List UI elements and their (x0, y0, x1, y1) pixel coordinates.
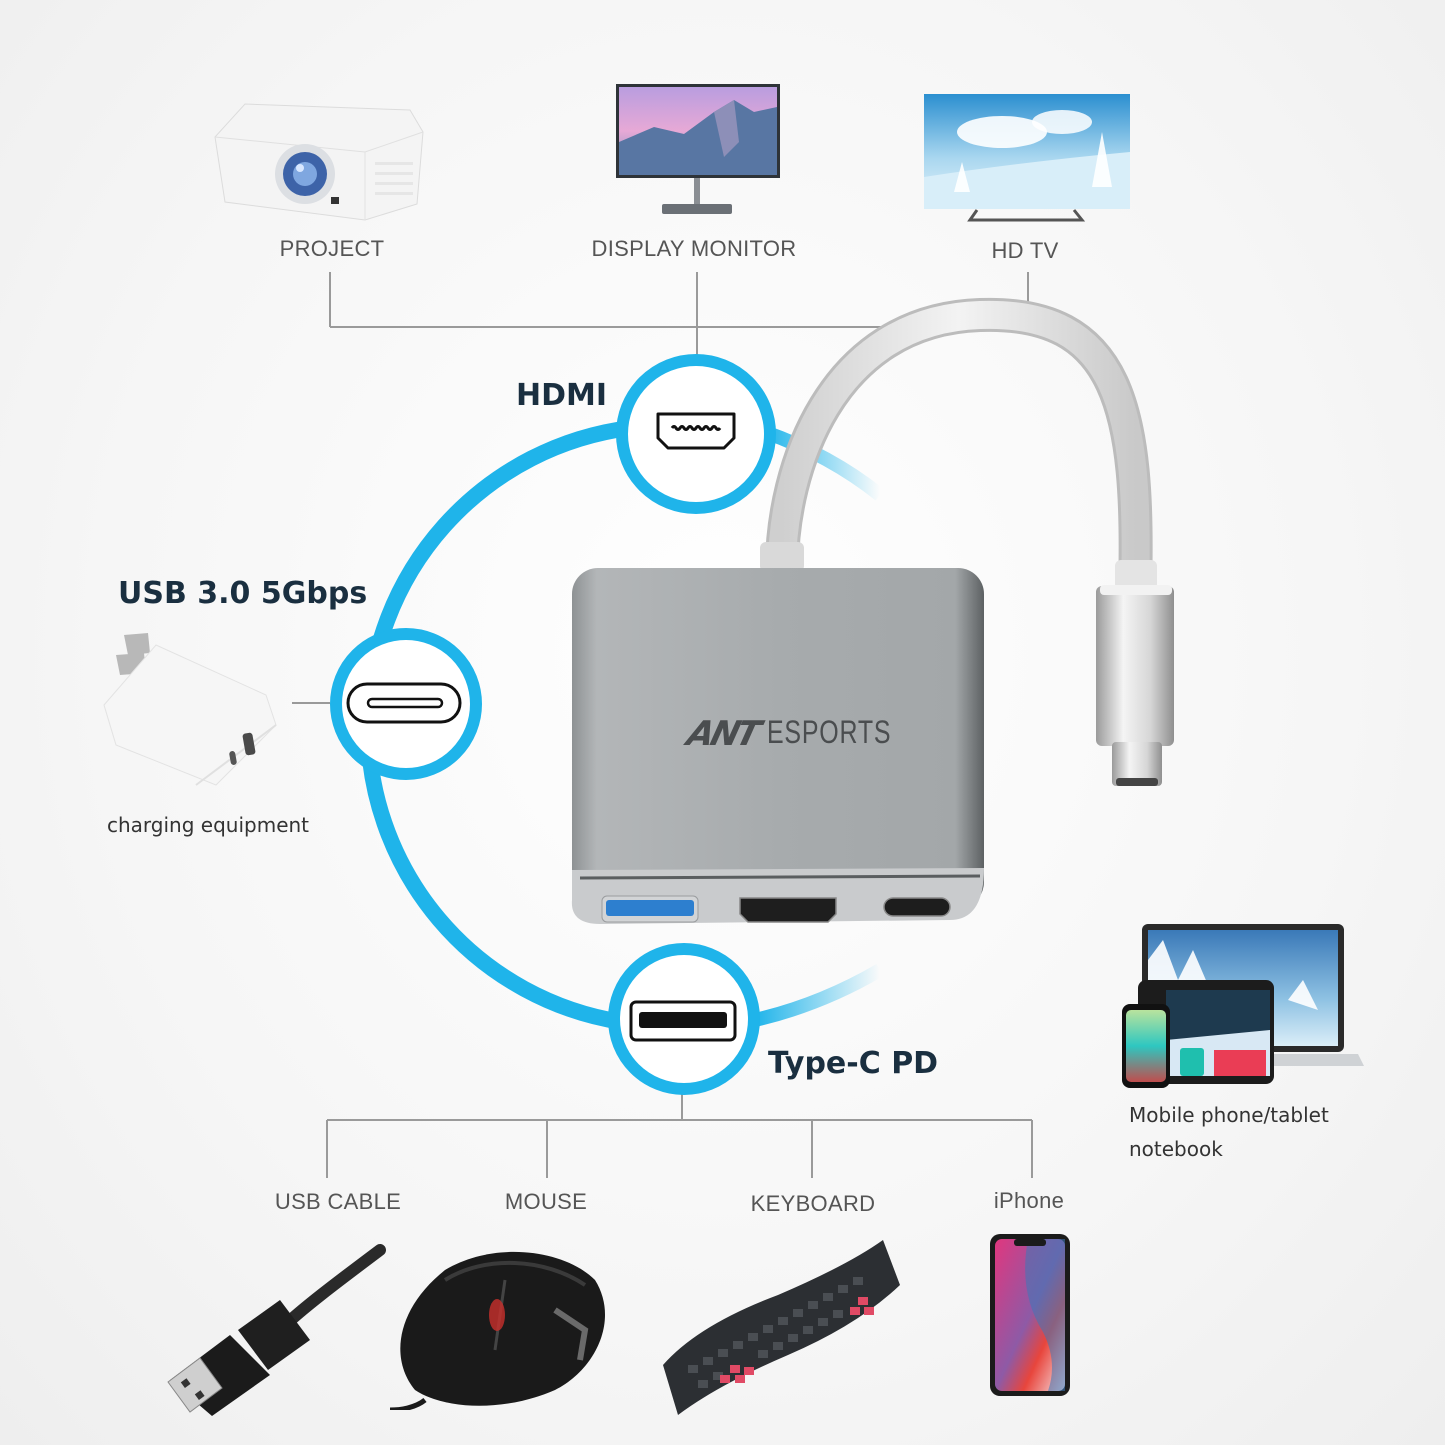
hdmi-port-icon (616, 354, 776, 514)
mobile-label-line1: Mobile phone/tablet (1129, 1103, 1329, 1127)
brand-mark: ANT (683, 714, 762, 754)
brand-name: ESPORTS (767, 714, 892, 750)
tv-icon (924, 94, 1130, 222)
keyboard-icon (663, 1240, 900, 1415)
device-label-usb-cable: USB CABLE (274, 1189, 402, 1214)
charger-icon (103, 633, 277, 786)
iphone-icon (990, 1234, 1070, 1396)
port-label-hdmi: HDMI (516, 378, 608, 413)
usb-cable-icon (167, 1244, 386, 1416)
mouse-icon (389, 1251, 606, 1410)
charger-label: charging equipment (107, 813, 310, 837)
port-label-typec: Type-C PD (768, 1046, 939, 1081)
device-label-keyboard: KEYBOARD (750, 1191, 876, 1216)
device-label-projector: PROJECT (279, 236, 385, 261)
devices-icon (1122, 924, 1364, 1088)
usb-a-port-icon (608, 943, 760, 1095)
monitor-icon (616, 84, 780, 214)
device-label-monitor: DISPLAY MONITOR (591, 236, 797, 261)
mobile-label-line2: notebook (1129, 1137, 1223, 1161)
device-label-tv: HD TV (991, 238, 1059, 263)
usb-c-port-icon (330, 628, 482, 780)
device-label-mouse: MOUSE (504, 1189, 588, 1214)
projector-icon (214, 103, 424, 221)
device-label-iphone: iPhone (993, 1188, 1065, 1213)
port-label-usb3: USB 3.0 5Gbps (118, 576, 368, 611)
usb-c-hub-icon (571, 297, 1174, 924)
bottom-connector-lines (326, 1094, 1033, 1178)
hub-brand-logo: ANT (683, 714, 762, 754)
